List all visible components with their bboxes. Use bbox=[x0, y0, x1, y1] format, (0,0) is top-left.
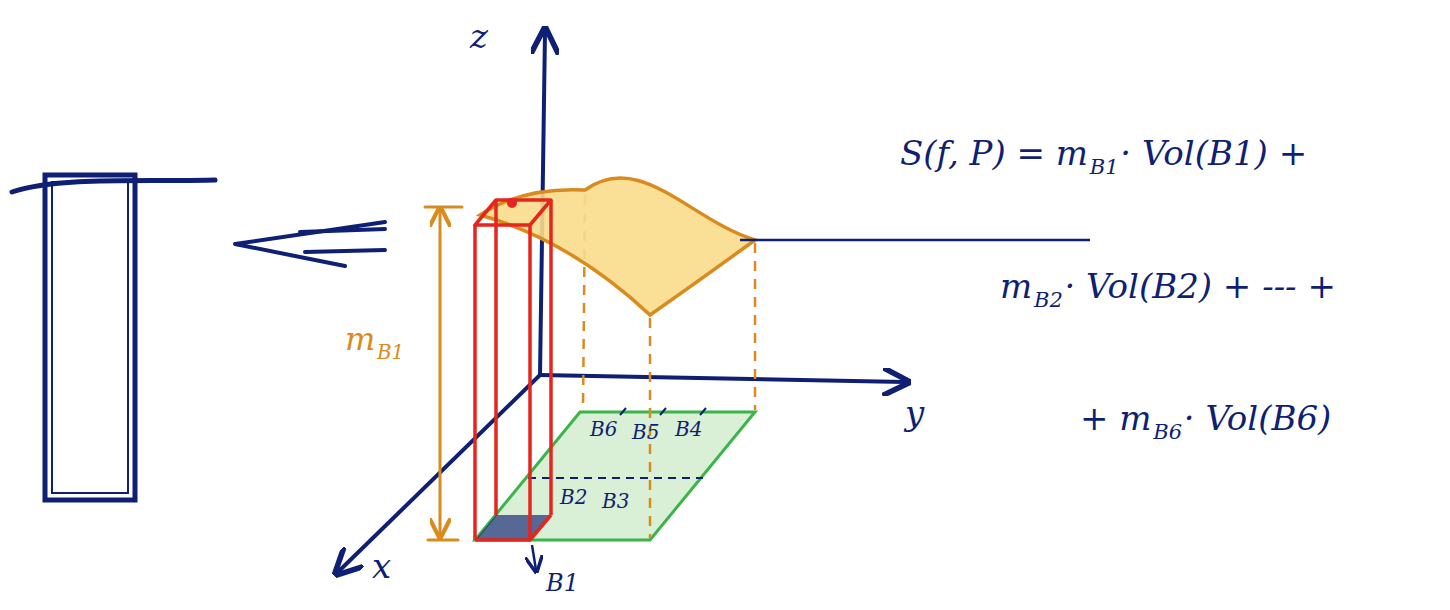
label-text: B5 bbox=[632, 420, 659, 444]
label-text: B3 bbox=[602, 489, 629, 513]
cell-label: B3 bbox=[602, 490, 629, 512]
cell-label: B1 bbox=[546, 570, 579, 596]
cell-label: B5 bbox=[632, 421, 659, 443]
label-text: B2 bbox=[560, 485, 587, 509]
subscript: B2 bbox=[1034, 287, 1063, 312]
label-text: y bbox=[905, 393, 924, 433]
cell-label: B4 bbox=[675, 418, 702, 440]
label-text: · Vol(B2) + --- + bbox=[1065, 266, 1336, 306]
formula-line: S(f, P) = mB1· Vol(B1) + bbox=[900, 135, 1307, 179]
label-text: m bbox=[1000, 266, 1032, 306]
side-view-box bbox=[12, 175, 215, 500]
label-text: + m bbox=[1080, 398, 1152, 438]
view-arrow bbox=[235, 222, 385, 266]
label-text: · Vol(B6) bbox=[1184, 398, 1332, 438]
label-text: B4 bbox=[675, 417, 702, 441]
height-arrow bbox=[425, 207, 462, 540]
label-text: · Vol(B1) + bbox=[1120, 133, 1307, 173]
label-text: B1 bbox=[546, 569, 579, 597]
label-text: x bbox=[372, 546, 391, 586]
axes bbox=[338, 32, 905, 572]
height-label: mB1 bbox=[345, 322, 406, 364]
subscript: B6 bbox=[1153, 419, 1182, 444]
axis-label: z bbox=[470, 18, 488, 55]
base-grid bbox=[475, 408, 755, 540]
cell-label: B2 bbox=[560, 486, 587, 508]
axis-label: y bbox=[905, 395, 924, 432]
sample-point bbox=[507, 198, 517, 208]
subscript: B1 bbox=[377, 341, 404, 364]
leader-line bbox=[740, 239, 1090, 242]
pointer bbox=[532, 545, 536, 570]
label-text: S(f, P) = m bbox=[900, 133, 1088, 173]
formula-line: + mB6· Vol(B6) bbox=[1080, 400, 1331, 444]
cell-label: B6 bbox=[590, 418, 617, 440]
label-text: m bbox=[345, 320, 375, 358]
label-text: z bbox=[470, 16, 488, 56]
formula-line: mB2· Vol(B2) + --- + bbox=[1000, 268, 1336, 312]
subscript: B1 bbox=[1090, 154, 1119, 179]
label-text: B6 bbox=[590, 417, 617, 441]
axis-label: x bbox=[372, 548, 391, 585]
riemann-box bbox=[475, 200, 551, 540]
